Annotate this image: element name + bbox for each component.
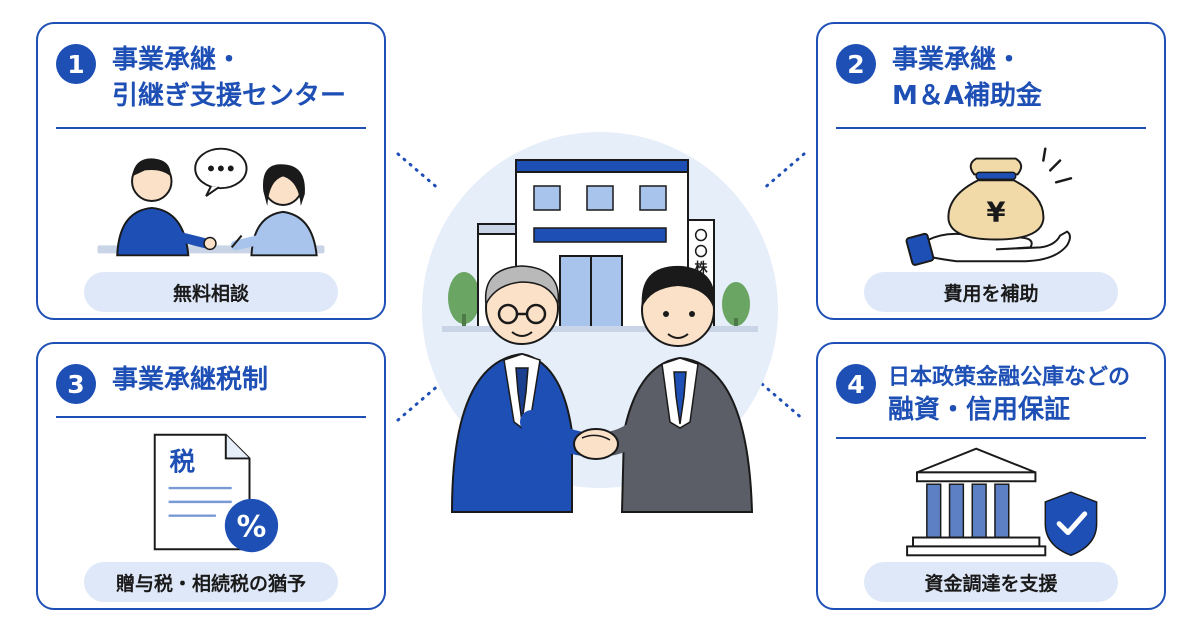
sign-char: 〇: [694, 244, 707, 260]
card-title: 事業承継税制: [112, 362, 268, 398]
card-title: 事業承継・ M＆A補助金: [892, 42, 1042, 114]
card-succession-tax: 3 事業承継税制 税 % 贈与税・相続税の猶予: [36, 342, 386, 610]
card-pill-label: 無料相談: [84, 272, 338, 312]
card-title: 日本政策金融公庫などの 融資・信用保証: [888, 362, 1130, 426]
step-number-badge: 4: [836, 364, 876, 404]
card-pill-label: 贈与税・相続税の猶予: [84, 562, 338, 602]
card-header: 4 日本政策金融公庫などの 融資・信用保証: [836, 362, 1150, 426]
connector-dots-top-left: [394, 150, 444, 194]
card-title-line2: M＆A補助金: [892, 81, 1042, 111]
card-title-line2: 融資・信用保証: [888, 395, 1071, 425]
card-title-line1: 日本政策金融公庫などの: [888, 365, 1131, 390]
yen-symbol: ¥: [986, 196, 1005, 229]
step-number-badge: 3: [56, 364, 96, 404]
tax-label: 税: [170, 447, 196, 477]
card-title: 事業承継・ 引継ぎ支援センター: [112, 42, 346, 114]
card-pill-label: 資金調達を支援: [864, 562, 1118, 602]
divider: [56, 127, 366, 129]
divider: [836, 437, 1146, 439]
card-ma-subsidy: 2 事業承継・ M＆A補助金 ¥ 費用を補助: [816, 22, 1166, 320]
sign-char: 〇: [694, 228, 707, 244]
bank-shield-icon: [838, 442, 1144, 560]
card-header: 2 事業承継・ M＆A補助金: [836, 42, 1150, 114]
step-number-badge: 2: [836, 44, 876, 84]
tax-document-icon: 税 %: [58, 426, 364, 558]
consultation-icon: [58, 136, 364, 268]
card-header: 3 事業承継税制: [56, 362, 370, 404]
card-title-line1: 事業承継・: [892, 45, 1023, 75]
card-title-line1: 事業承継・: [112, 45, 243, 75]
money-bag-hand-icon: ¥: [838, 136, 1144, 268]
connector-dots-bottom-left: [394, 380, 444, 424]
card-pill-label: 費用を補助: [864, 272, 1118, 312]
handshake-icon: 〇〇株式会社: [412, 92, 788, 592]
card-title-line1: 事業承継税制: [112, 365, 269, 395]
divider: [836, 127, 1146, 129]
connector-dots-top-right: [758, 150, 808, 194]
card-title-line2: 引継ぎ支援センター: [112, 81, 347, 111]
card-finance-corporation-loans: 4 日本政策金融公庫などの 融資・信用保証 資金調達を支援: [816, 342, 1166, 610]
percent-symbol: %: [237, 509, 267, 543]
connector-dots-bottom-right: [758, 380, 808, 424]
step-number-badge: 1: [56, 44, 96, 84]
divider: [56, 416, 366, 418]
card-header: 1 事業承継・ 引継ぎ支援センター: [56, 42, 370, 114]
card-succession-support-center: 1 事業承継・ 引継ぎ支援センター: [36, 22, 386, 320]
